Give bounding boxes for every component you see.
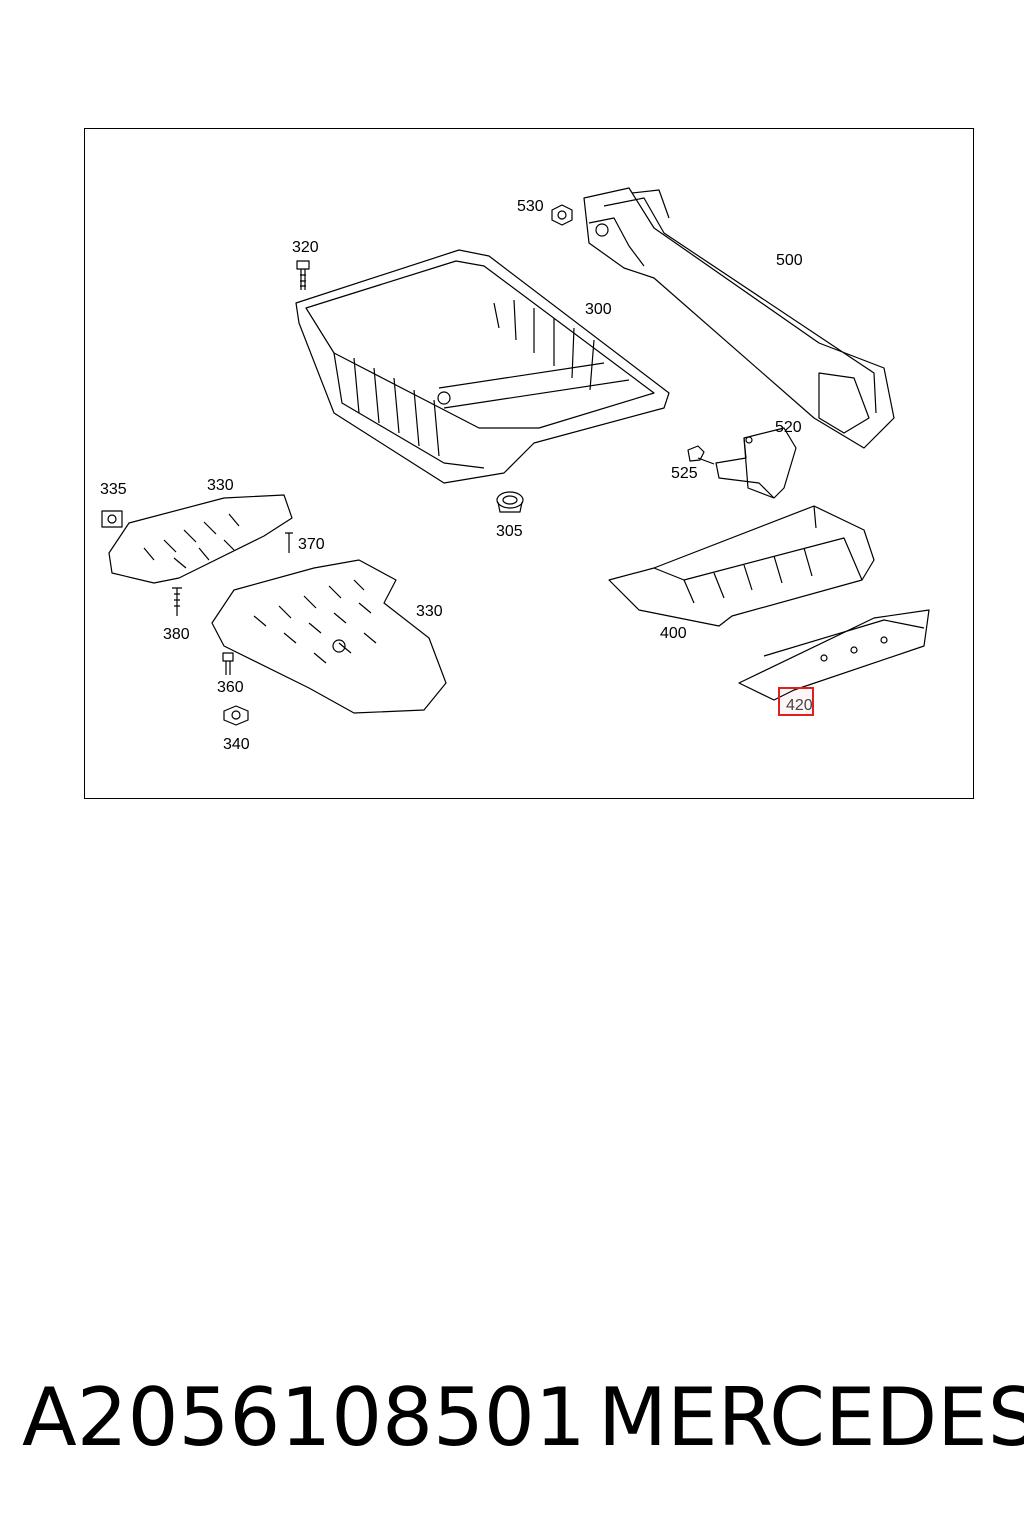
nut-530-drawing	[551, 204, 573, 226]
callout-320[interactable]: 320	[292, 239, 319, 256]
bolt-320-drawing	[296, 260, 310, 290]
tub-300-drawing	[295, 249, 670, 484]
callout-525[interactable]: 525	[671, 465, 698, 482]
parts-diagram	[101, 187, 930, 726]
callout-380[interactable]: 380	[163, 626, 190, 643]
callout-300[interactable]: 300	[585, 301, 612, 318]
callout-500[interactable]: 500	[776, 252, 803, 269]
brand-name: MERCEDES	[598, 1371, 1024, 1464]
screw-370-drawing	[285, 532, 293, 553]
callout-420[interactable]: 420	[786, 697, 813, 714]
highlight-box-420	[778, 687, 814, 716]
callout-330-lower[interactable]: 330	[416, 603, 443, 620]
panel-330-right-drawing	[211, 559, 447, 714]
screw-380-drawing	[172, 587, 182, 616]
clip-335-drawing	[101, 510, 123, 528]
callout-340[interactable]: 340	[223, 736, 250, 753]
callout-305[interactable]: 305	[496, 523, 523, 540]
callout-520[interactable]: 520	[775, 419, 802, 436]
crossmember-500-drawing	[583, 187, 895, 449]
bolt-525-drawing	[687, 445, 715, 465]
rail-420-drawing	[738, 609, 930, 701]
nut-340-drawing	[223, 705, 249, 726]
callout-370[interactable]: 370	[298, 536, 325, 553]
part-number: A2056108501	[22, 1371, 586, 1464]
callout-530[interactable]: 530	[517, 198, 544, 215]
grommet-305-drawing	[496, 491, 524, 513]
callout-335[interactable]: 335	[100, 481, 127, 498]
callout-360[interactable]: 360	[217, 679, 244, 696]
screw-360-drawing	[222, 652, 234, 675]
callout-330-upper[interactable]: 330	[207, 477, 234, 494]
bracket-520-drawing	[715, 427, 797, 499]
floor-panel-400-drawing	[608, 505, 875, 627]
callout-400[interactable]: 400	[660, 625, 687, 642]
diagram-frame	[84, 128, 974, 799]
footer-caption: A2056108501 MERCEDES	[0, 1370, 1024, 1470]
panel-330-left-drawing	[108, 494, 293, 584]
